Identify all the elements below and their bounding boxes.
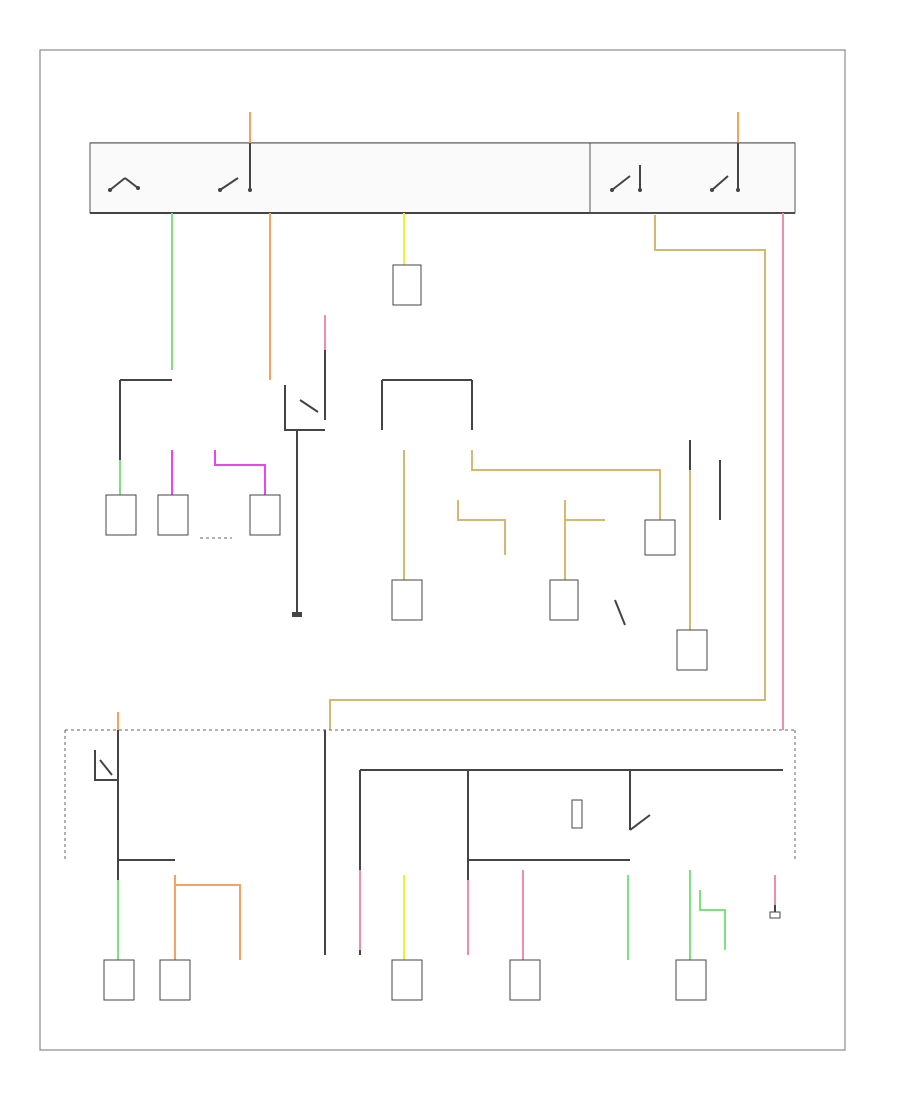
relay-switch-1: [108, 177, 140, 192]
ground-right: [769, 911, 781, 919]
component-b5: [675, 959, 707, 1001]
component-c2: [549, 579, 579, 621]
component-c1: [391, 579, 423, 621]
relay-switch-4: [710, 165, 740, 192]
component-b2: [159, 959, 191, 1001]
component-r1: [676, 629, 708, 671]
component-b3: [391, 959, 423, 1001]
diagram-frame: [39, 49, 846, 1051]
component-l2: [157, 494, 189, 536]
component-top-center: [392, 264, 422, 306]
component-l4: [249, 494, 281, 536]
component-b4: [509, 959, 541, 1001]
ground-left: [292, 612, 302, 617]
component-c-right: [644, 519, 676, 556]
top-fuse-block: [89, 112, 796, 214]
bottom-fuse-block: [64, 729, 796, 860]
relay-switch-2: [218, 165, 252, 192]
right-relay-bus: [589, 142, 796, 214]
wire-tan-long: [329, 215, 766, 730]
component-l1: [105, 494, 137, 536]
relay-switch-3: [610, 165, 642, 192]
diode: [571, 799, 583, 829]
component-b1: [103, 959, 135, 1001]
hot-in-run-bus-top: [89, 142, 796, 214]
